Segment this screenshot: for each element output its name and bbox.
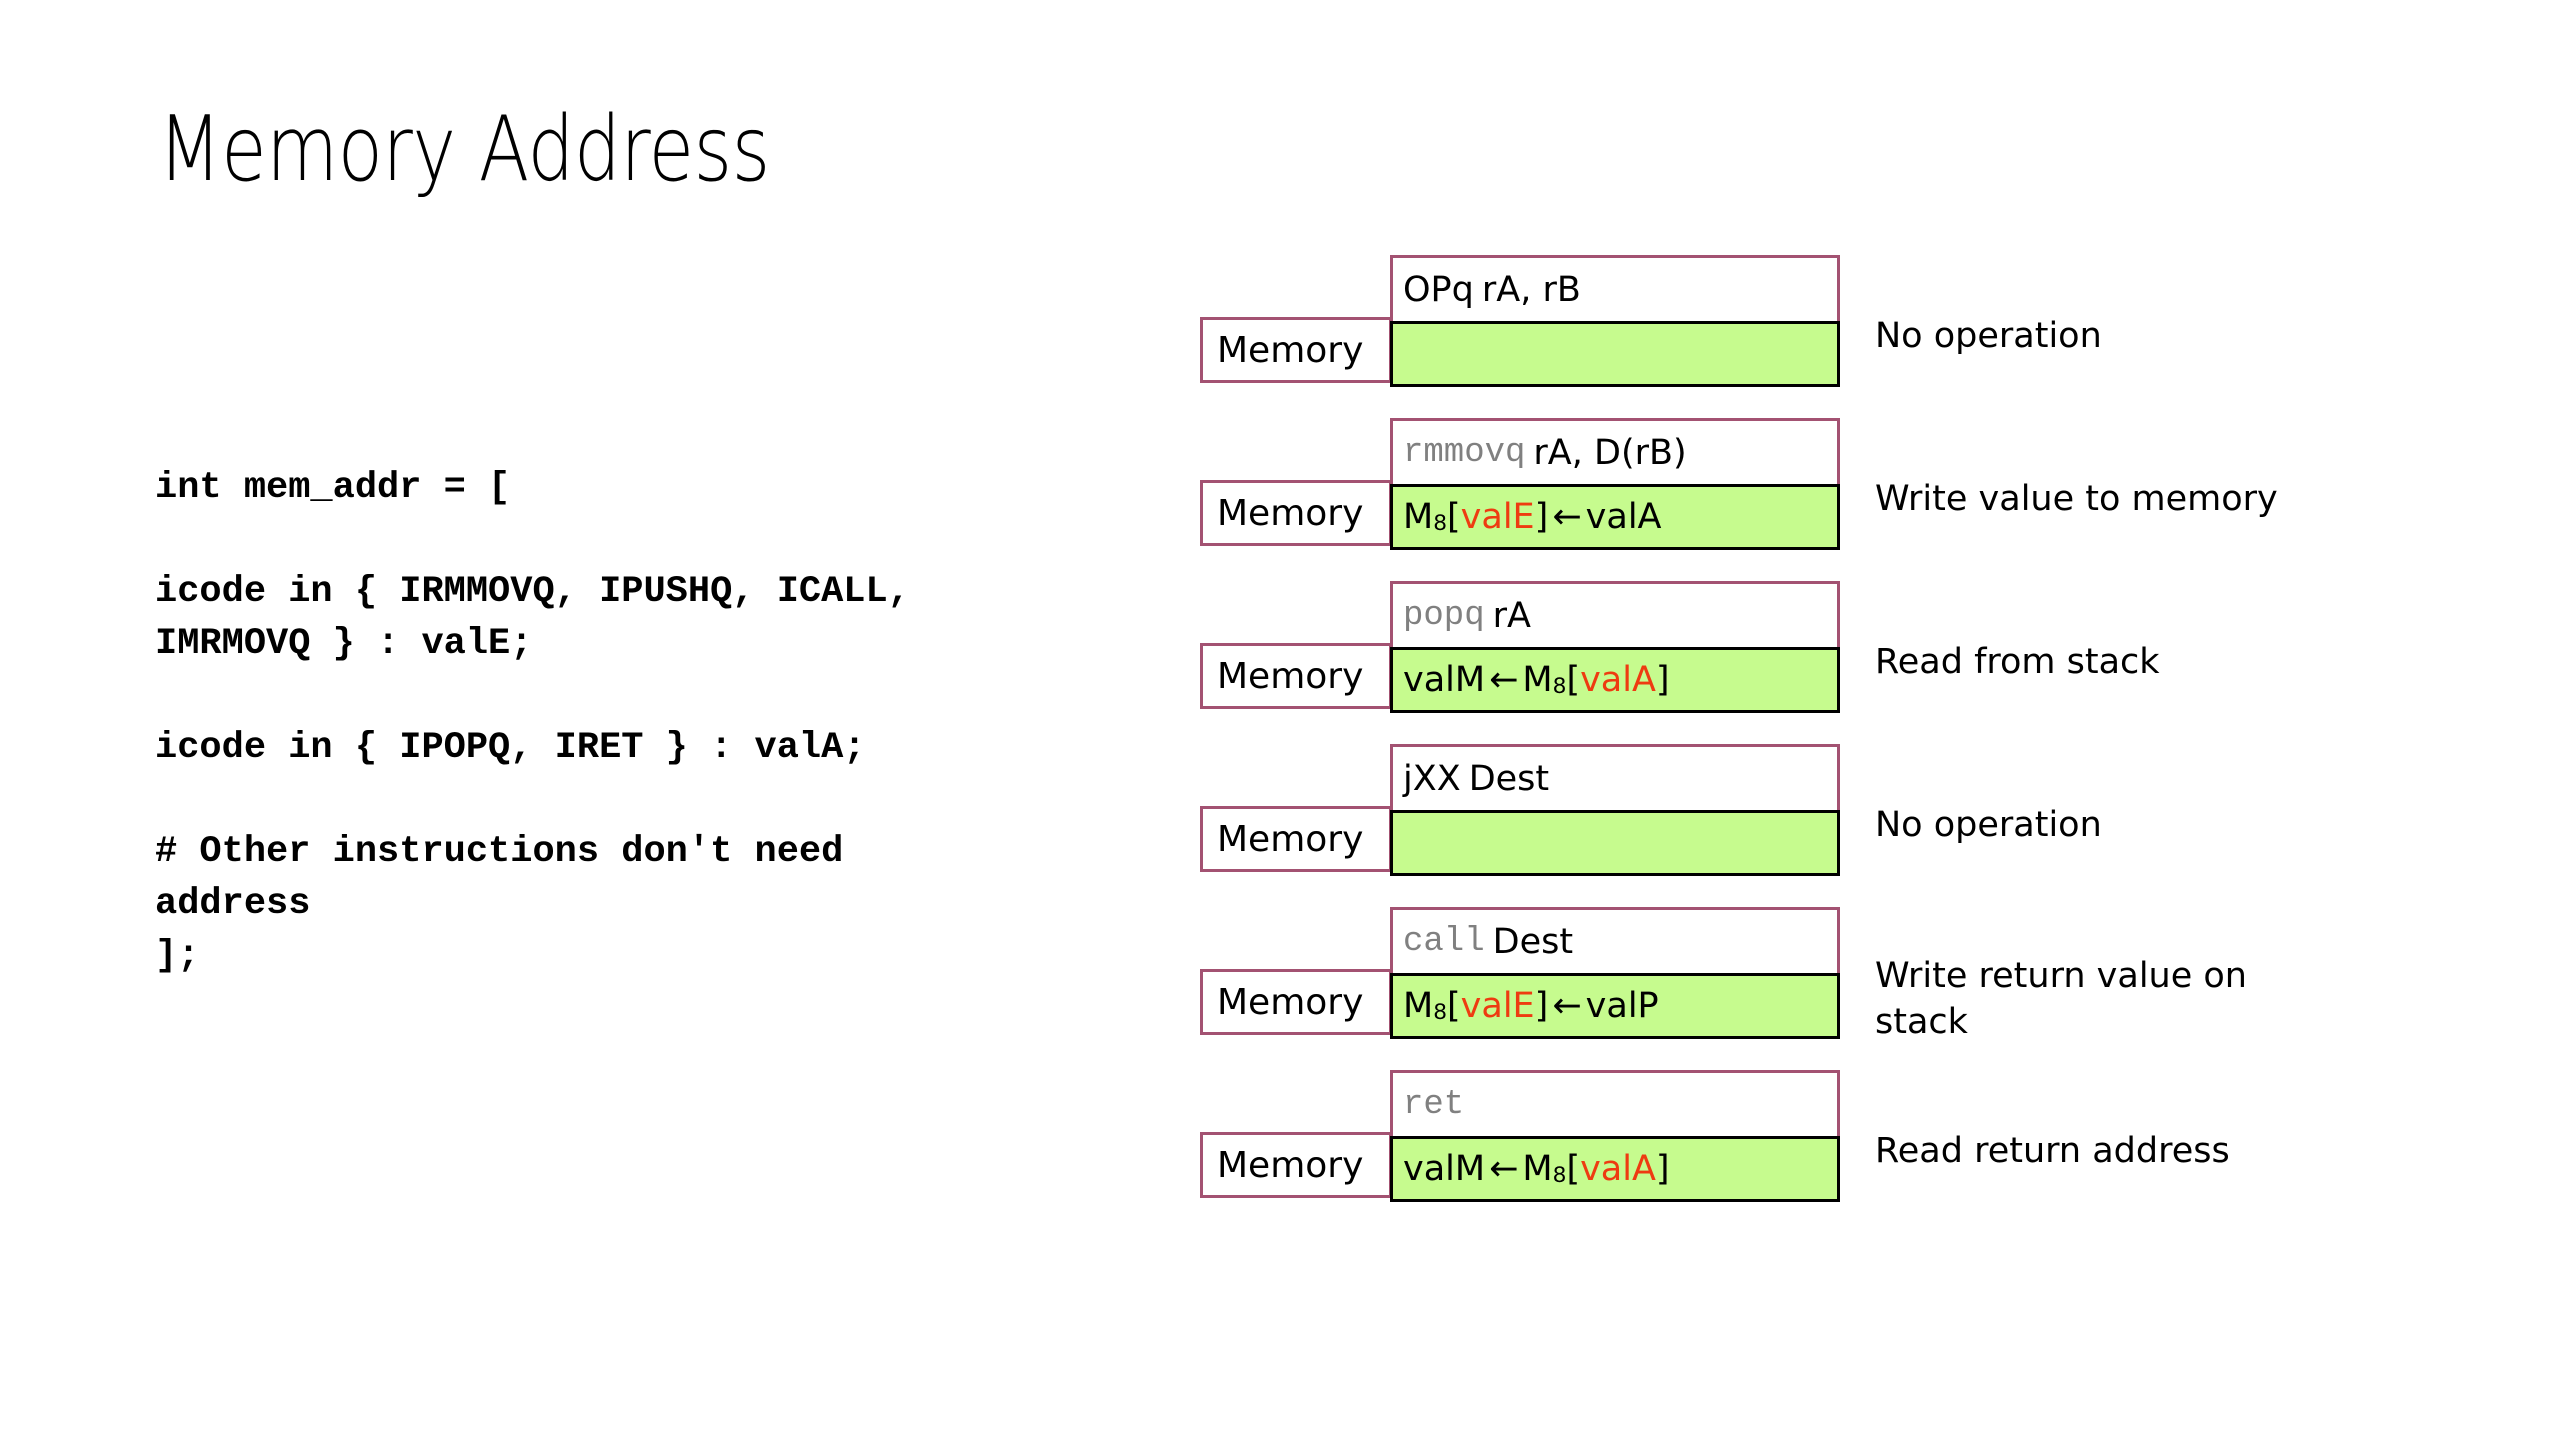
- cell-token-sub: 8: [1433, 511, 1448, 536]
- cell-token-plain: M: [1522, 660, 1553, 700]
- cell-token-plain: valA: [1585, 497, 1662, 537]
- memory-stage-label: Memory: [1200, 480, 1392, 546]
- cell-token-plain: ]: [1655, 660, 1670, 700]
- cell-token-plain: ]: [1534, 986, 1549, 1026]
- code-line: address: [155, 883, 311, 925]
- instruction-mnemonic: popq: [1403, 596, 1485, 635]
- instruction-mnemonic: ret: [1403, 1085, 1465, 1124]
- cell-token-plain: ]: [1534, 497, 1549, 537]
- instruction-mnemonic: rmmovq: [1403, 433, 1526, 472]
- instruction-operands: Dest: [1468, 758, 1550, 799]
- code-line: icode in { IPOPQ, IRET } : valA;: [155, 727, 866, 769]
- cell-token-red: valA: [1580, 660, 1656, 700]
- cell-token-plain: [: [1566, 660, 1581, 700]
- cell-token-plain: [: [1447, 986, 1461, 1026]
- instruction-mnemonic: call: [1403, 922, 1485, 961]
- cell-token-arrow: ←: [1552, 986, 1582, 1026]
- memory-stage-label-text: Memory: [1217, 655, 1364, 697]
- memory-stage-cell: [1390, 810, 1840, 876]
- instruction-operands: Dest: [1492, 921, 1574, 962]
- code-line: ];: [155, 935, 200, 977]
- cell-token-plain: valM: [1403, 1149, 1486, 1189]
- instruction-mnemonic: jXX: [1403, 758, 1461, 799]
- code-line: IMRMOVQ } : valE;: [155, 623, 533, 665]
- memory-stage-label-text: Memory: [1217, 1144, 1364, 1186]
- memory-stage-cell: [1390, 321, 1840, 387]
- code-blank-line: [155, 514, 1055, 566]
- stage-description: Read return address: [1875, 1131, 2230, 1171]
- memory-stage-label-text: Memory: [1217, 818, 1364, 860]
- cell-token-plain: ]: [1655, 1149, 1670, 1189]
- instruction-header: ret: [1393, 1073, 1837, 1136]
- instruction-mnemonic: OPq: [1403, 269, 1474, 310]
- cell-token-plain: M: [1403, 986, 1434, 1026]
- instruction-operands: rA, rB: [1481, 269, 1581, 310]
- code-line: int mem_addr = [: [155, 467, 511, 509]
- cell-token-red: valA: [1580, 1149, 1656, 1189]
- cell-token-plain: valM: [1403, 660, 1486, 700]
- cell-token-arrow: ←: [1489, 1149, 1519, 1189]
- code-blank-line: [155, 774, 1055, 826]
- stage-description: Write value to memory: [1875, 479, 2278, 519]
- cell-token-red: valE: [1460, 986, 1535, 1026]
- code-line: icode in { IRMMOVQ, IPUSHQ, ICALL,: [155, 571, 910, 613]
- stage-description: No operation: [1875, 805, 2102, 845]
- page-title: Memory Address: [158, 97, 770, 202]
- cell-token-sub: 8: [1433, 1000, 1448, 1025]
- stage-description: Read from stack: [1875, 642, 2160, 682]
- cell-token-plain: M: [1522, 1149, 1553, 1189]
- code-line: # Other instructions don't need: [155, 831, 844, 873]
- stage-description: No operation: [1875, 316, 2102, 356]
- code-blank-line: [155, 670, 1055, 722]
- memory-stage-label: Memory: [1200, 643, 1392, 709]
- cell-token-plain: M: [1403, 497, 1434, 537]
- memory-stage-label-text: Memory: [1217, 492, 1364, 534]
- memory-stage-label: Memory: [1200, 806, 1392, 872]
- cell-token-arrow: ←: [1552, 497, 1582, 537]
- cell-token-sub: 8: [1552, 674, 1567, 699]
- cell-token-plain: [: [1566, 1149, 1581, 1189]
- code-block: int mem_addr = [ icode in { IRMMOVQ, IPUS…: [155, 462, 1055, 982]
- cell-token-red: valE: [1460, 497, 1535, 537]
- cell-token-sub: 8: [1552, 1163, 1567, 1188]
- instruction-operands: rA: [1492, 595, 1531, 636]
- memory-stage-label-text: Memory: [1217, 329, 1364, 371]
- instruction-operands: rA, D(rB): [1533, 432, 1687, 473]
- memory-stage-label: Memory: [1200, 969, 1392, 1035]
- stage-description: Write return value on stack: [1875, 956, 2247, 1042]
- cell-token-arrow: ←: [1489, 660, 1519, 700]
- memory-stage-label: Memory: [1200, 317, 1392, 383]
- memory-stage-label: Memory: [1200, 1132, 1392, 1198]
- cell-token-plain: [: [1447, 497, 1461, 537]
- cell-token-plain: valP: [1585, 986, 1659, 1026]
- memory-stage-label-text: Memory: [1217, 981, 1364, 1023]
